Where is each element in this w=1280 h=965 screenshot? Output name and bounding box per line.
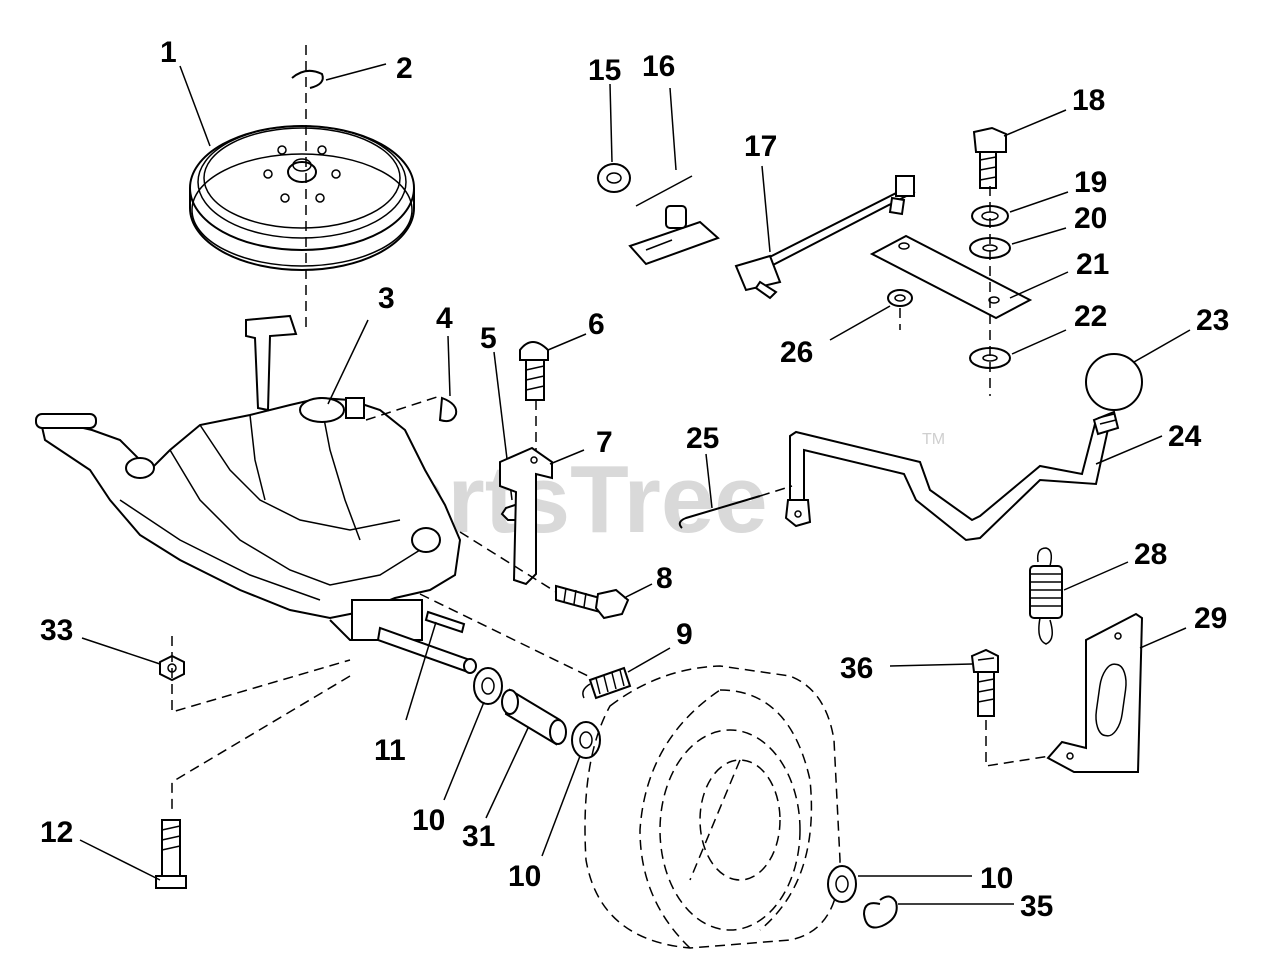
pin-16[interactable] xyxy=(635,175,693,207)
callout-10a: 10 xyxy=(412,804,445,837)
callout-15: 15 xyxy=(588,54,621,87)
callout-16: 16 xyxy=(642,50,675,83)
pulley[interactable] xyxy=(189,125,415,271)
leader-3 xyxy=(327,319,369,405)
callout-12: 12 xyxy=(40,816,73,849)
leader-16 xyxy=(669,87,677,171)
washer-10-c[interactable] xyxy=(827,865,857,903)
shift-rod[interactable] xyxy=(734,175,916,300)
callout-11: 11 xyxy=(374,734,406,767)
leader-29 xyxy=(1139,627,1187,649)
leader-22 xyxy=(1011,329,1067,355)
leader-19 xyxy=(1009,191,1069,213)
leader-11 xyxy=(405,621,437,721)
bracket-16[interactable] xyxy=(628,205,720,266)
callout-9: 9 xyxy=(676,618,693,651)
cotter-axis xyxy=(759,485,793,497)
callout-33: 33 xyxy=(40,614,73,647)
carriage-bolt[interactable] xyxy=(519,341,549,401)
leader-1 xyxy=(179,65,211,147)
callout-24: 24 xyxy=(1168,420,1202,453)
knob[interactable] xyxy=(1085,353,1143,411)
bolt-12[interactable] xyxy=(155,819,187,889)
bolt-18[interactable] xyxy=(972,126,1007,189)
shift-lever[interactable] xyxy=(784,410,1120,542)
callout-17: 17 xyxy=(744,130,777,163)
watermark-trademark: TM xyxy=(922,431,945,448)
leader-20 xyxy=(1011,227,1067,245)
leader-10a xyxy=(443,701,485,801)
leader-4 xyxy=(447,335,451,397)
callout-36: 36 xyxy=(840,652,873,685)
callout-19: 19 xyxy=(1074,166,1107,199)
callout-10b: 10 xyxy=(508,860,541,893)
callout-21: 21 xyxy=(1076,248,1109,281)
leader-17 xyxy=(761,165,771,253)
leader-26 xyxy=(829,305,891,341)
bolt-12-axis xyxy=(171,675,351,812)
bolt-8-axis xyxy=(459,531,557,593)
bracket-29[interactable] xyxy=(1046,612,1144,773)
callout-25: 25 xyxy=(686,422,719,455)
callout-8: 8 xyxy=(656,562,673,595)
callout-22: 22 xyxy=(1074,300,1107,333)
bracket[interactable] xyxy=(499,446,553,586)
spring-9[interactable] xyxy=(582,666,632,700)
callout-10c: 10 xyxy=(980,862,1013,895)
leader-23 xyxy=(1133,329,1191,363)
callout-6: 6 xyxy=(588,308,605,341)
key-axis xyxy=(365,395,441,421)
e-clip[interactable] xyxy=(862,895,898,929)
leader-7 xyxy=(549,449,585,465)
retaining-clip[interactable] xyxy=(291,69,324,89)
callout-20: 20 xyxy=(1074,202,1107,235)
cotter-pin[interactable] xyxy=(678,495,761,529)
leader-28 xyxy=(1063,561,1129,591)
axle-key[interactable] xyxy=(424,610,466,634)
leader-21 xyxy=(1009,271,1069,299)
leader-9 xyxy=(627,647,671,673)
callout-18: 18 xyxy=(1072,84,1105,117)
screw-36[interactable] xyxy=(970,648,999,717)
leader-24 xyxy=(1095,435,1163,465)
callout-1: 1 xyxy=(160,36,177,69)
callout-28: 28 xyxy=(1134,538,1167,571)
axle[interactable] xyxy=(376,626,477,674)
key[interactable] xyxy=(438,396,458,423)
leader-12 xyxy=(79,839,161,881)
leader-10b xyxy=(541,755,581,857)
spacer[interactable] xyxy=(501,688,567,746)
callout-23: 23 xyxy=(1196,304,1229,337)
leader-36 xyxy=(889,663,973,667)
wheel[interactable] xyxy=(584,665,841,949)
callout-3: 3 xyxy=(378,282,395,315)
leader-25 xyxy=(705,453,713,509)
spring-28[interactable] xyxy=(1029,547,1063,645)
callout-5: 5 xyxy=(480,322,497,355)
screw-36-axis xyxy=(985,720,1051,767)
leader-31 xyxy=(485,727,529,819)
callout-2: 2 xyxy=(396,52,413,85)
washer-26[interactable] xyxy=(887,289,913,307)
leader-8 xyxy=(623,583,653,599)
callout-35: 35 xyxy=(1020,890,1053,923)
leader-2 xyxy=(325,63,387,81)
leader-6 xyxy=(547,333,587,351)
callout-4: 4 xyxy=(436,302,453,335)
callout-31: 31 xyxy=(462,820,495,853)
callout-29: 29 xyxy=(1194,602,1227,635)
nut-33-axis xyxy=(171,636,351,714)
callout-7: 7 xyxy=(596,426,613,459)
washer-15[interactable] xyxy=(597,163,631,193)
callout-26: 26 xyxy=(780,336,813,369)
leader-15 xyxy=(609,83,613,163)
leader-33 xyxy=(81,637,161,665)
leader-18 xyxy=(1003,109,1067,137)
washer-10-a[interactable] xyxy=(473,667,503,705)
transaxle[interactable] xyxy=(35,314,462,641)
hex-bolt-8[interactable] xyxy=(555,584,630,620)
